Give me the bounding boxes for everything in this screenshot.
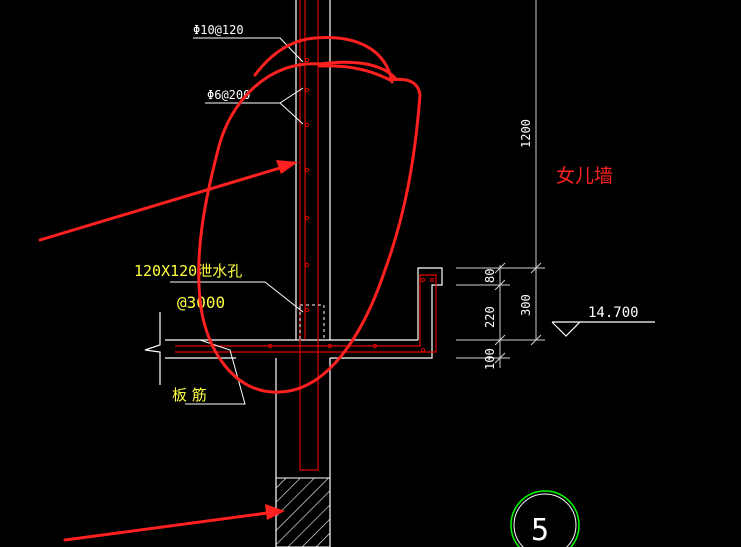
- drain-hole-label: 120X120泄水孔: [134, 262, 242, 280]
- red-annotations: [38, 36, 422, 542]
- parapet-label: 女儿墙: [556, 165, 613, 187]
- drain-hole-outline: [299, 304, 325, 341]
- rebar-main-label: Φ10@120: [193, 23, 244, 37]
- lower-arrow-line: [63, 510, 277, 542]
- rebar-dots: [267, 57, 435, 353]
- wall-outlines: [144, 0, 443, 547]
- upper-arrow-line: [38, 163, 292, 242]
- highlight-ellipse: [197, 36, 422, 394]
- dim-1200: 1200: [519, 119, 533, 148]
- detail-number-circle: [510, 490, 580, 547]
- dim-220: 220: [483, 306, 497, 328]
- lower-arrow-head: [265, 504, 285, 520]
- rebar-dist-label: Φ6@200: [207, 88, 250, 102]
- detail-number: 5: [531, 513, 549, 547]
- upper-arrow-head: [276, 160, 298, 174]
- dim-80: 80: [483, 269, 497, 283]
- dim-100: 100: [483, 348, 497, 370]
- slab-rebar-label: 板 筋: [172, 386, 207, 404]
- hatched-wall-section: [275, 477, 331, 547]
- dimension-lines: [456, 0, 545, 368]
- elevation-marker: [551, 321, 655, 337]
- dim-300: 300: [519, 294, 533, 316]
- elevation-label: 14.700: [588, 305, 639, 321]
